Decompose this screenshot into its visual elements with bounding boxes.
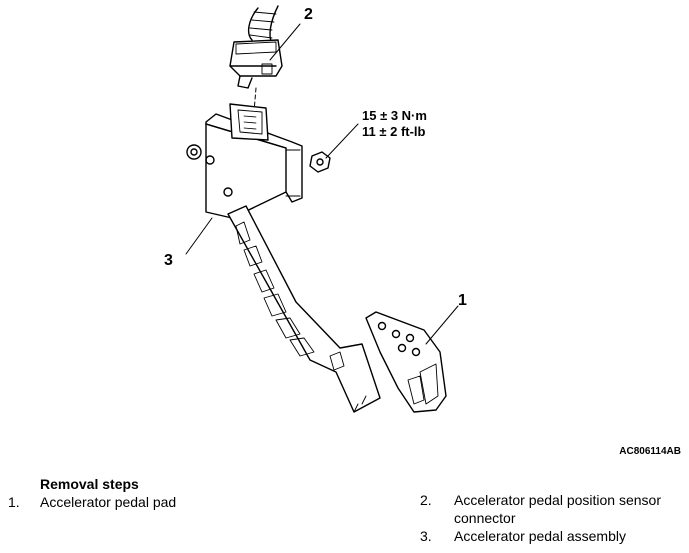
callout-2: 2 — [304, 6, 313, 23]
torque-spec: 15 ± 3 N·m 11 ± 2 ft-lb — [362, 108, 427, 140]
removal-steps-title: Removal steps — [40, 476, 139, 492]
step-number: 1. — [8, 494, 20, 510]
callout-3: 3 — [164, 252, 173, 269]
torque-metric: 15 ± 3 N·m — [362, 108, 427, 123]
figure-code: AC806114AB — [619, 446, 681, 457]
step-text-line2: connector — [454, 510, 516, 526]
step-text: Accelerator pedal assembly — [454, 528, 626, 544]
step-number: 2. — [420, 492, 432, 508]
step-text: Accelerator pedal pad — [40, 494, 177, 510]
sensor-connector — [229, 39, 283, 89]
torque-imperial: 11 ± 2 ft-lb — [362, 124, 426, 139]
removal-step-3: 3. Accelerator pedal assembly — [420, 528, 686, 546]
accelerator-pedal-diagram — [185, 5, 459, 413]
pedal-pad — [365, 311, 447, 413]
callout-1: 1 — [458, 292, 467, 309]
step-text-line1: Accelerator pedal position sensor — [454, 492, 662, 508]
removal-step-2: 2. Accelerator pedal position sensor con… — [420, 492, 686, 528]
mounting-nut — [309, 151, 331, 173]
pedal-sensor-housing — [186, 103, 303, 219]
pedal-arm — [227, 205, 381, 413]
removal-step-1: 1. Accelerator pedal pad — [8, 494, 308, 512]
step-number: 3. — [420, 528, 432, 544]
wiring-harness — [247, 5, 279, 45]
